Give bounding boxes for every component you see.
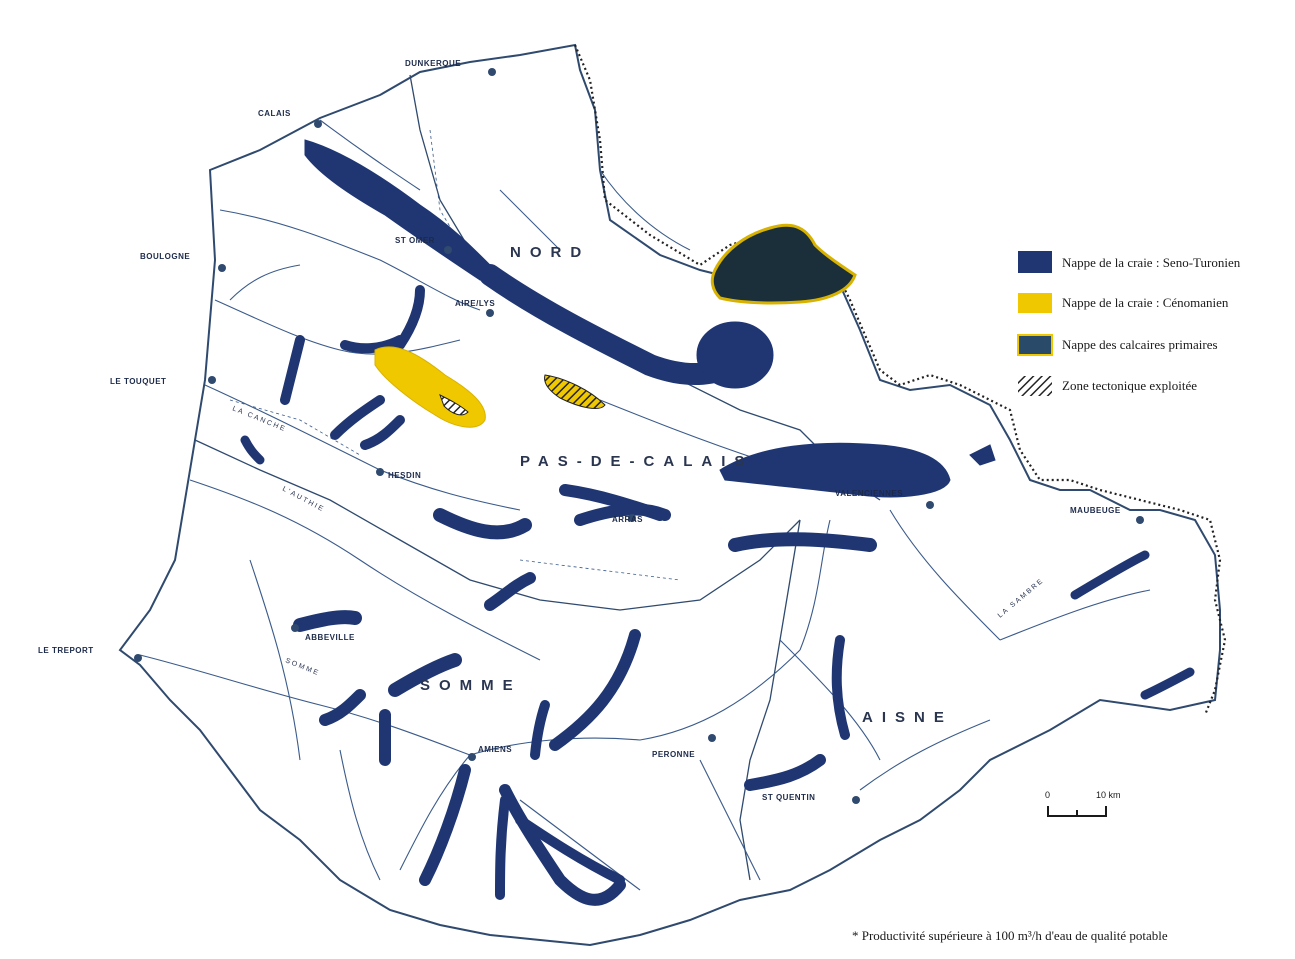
city-markers: DUNKERQUE CALAIS BOULOGNE ST OMER AIRE/L…	[38, 59, 1144, 804]
city-label: PERONNE	[652, 750, 695, 759]
legend-label: Zone tectonique exploitée	[1062, 378, 1197, 393]
city-label: CALAIS	[258, 109, 291, 118]
city-label: ST QUENTIN	[762, 793, 815, 802]
scale-bar: 0 10 km	[1045, 790, 1121, 817]
region-label-somme: SOMME	[420, 677, 522, 694]
river-label-sambre: LA SAMBRE	[997, 577, 1046, 619]
legend-swatch-seno-turonien	[1018, 251, 1052, 273]
region-label-pas-de-calais: PAS-DE-CALAIS	[520, 453, 753, 470]
city-label: MAUBEUGE	[1070, 506, 1121, 515]
city-label: BOULOGNE	[140, 252, 190, 261]
legend-label: Nappe de la craie : Cénomanien	[1062, 295, 1229, 310]
national-border	[573, 44, 1227, 716]
city-label: LE TREPORT	[38, 646, 94, 655]
legend-swatch-zone-tectonique	[1018, 376, 1052, 396]
city-label: ST OMER	[395, 236, 435, 245]
city-label: HESDIN	[388, 471, 421, 480]
footnote: * Productivité supérieure à 100 m³/h d'e…	[852, 928, 1168, 943]
legend-swatch-calcaires-primaires	[1017, 334, 1053, 356]
aquifer-calcaires-primaires	[710, 223, 857, 305]
city-label: ARRAS	[612, 515, 643, 524]
aquifer-cenomanien	[374, 346, 606, 428]
city-label: DUNKERQUE	[405, 59, 461, 68]
region-label-nord: NORD	[510, 244, 590, 261]
region-boundary	[118, 43, 1221, 947]
city-label: ABBEVILLE	[305, 633, 355, 642]
city-label: AIRE/LYS	[455, 299, 495, 308]
legend-label: Nappe de la craie : Seno-Turonien	[1062, 255, 1241, 270]
city-label: VALENCIENNES	[835, 489, 903, 498]
region-label-aisne: AISNE	[862, 709, 953, 726]
legend: Nappe de la craie : Seno-Turonien Nappe …	[1017, 251, 1241, 396]
city-label: AMIENS	[478, 745, 512, 754]
scale-start-label: 0	[1045, 790, 1050, 800]
dept-boundary-somme-aisne	[739, 519, 801, 881]
city-label: LE TOUQUET	[110, 377, 166, 386]
river-label-canche: LA CANCHE	[231, 405, 287, 433]
river-label-somme: SOMME	[284, 657, 320, 677]
aquifer-seno-turonien	[240, 139, 1195, 906]
river-label-authie: L'AUTHIE	[281, 486, 326, 514]
legend-swatch-cenomanien	[1018, 293, 1052, 313]
legend-label: Nappe des calcaires primaires	[1062, 337, 1218, 352]
scale-end-label: 10 km	[1096, 790, 1121, 800]
